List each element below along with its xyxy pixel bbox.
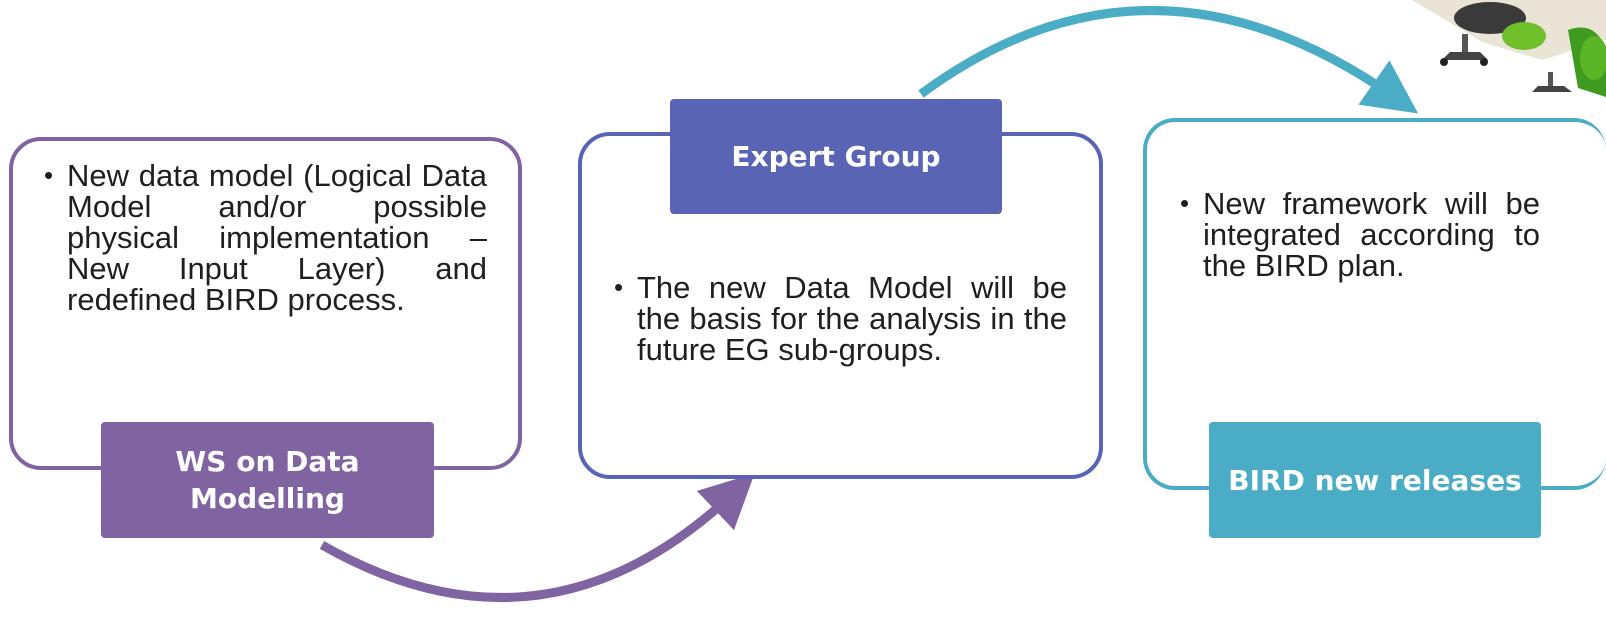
step-description-ws: New data model (Logical Data Model and/o…	[44, 160, 487, 315]
step-label-ws: WS on Data Modelling	[101, 422, 434, 538]
office-chairs-photo-icon	[1376, 0, 1606, 97]
step-description-bird-releases: New framework will be integrated accordi…	[1180, 188, 1540, 281]
connector-arrow-teal	[918, 6, 1419, 114]
step-description-expert-group: The new Data Model will be the basis for…	[614, 272, 1067, 365]
connector-arrow-purple	[319, 473, 755, 602]
step-label-expert-group: Expert Group	[670, 99, 1002, 214]
step-label-bird-releases: BIRD new releases	[1209, 422, 1541, 538]
